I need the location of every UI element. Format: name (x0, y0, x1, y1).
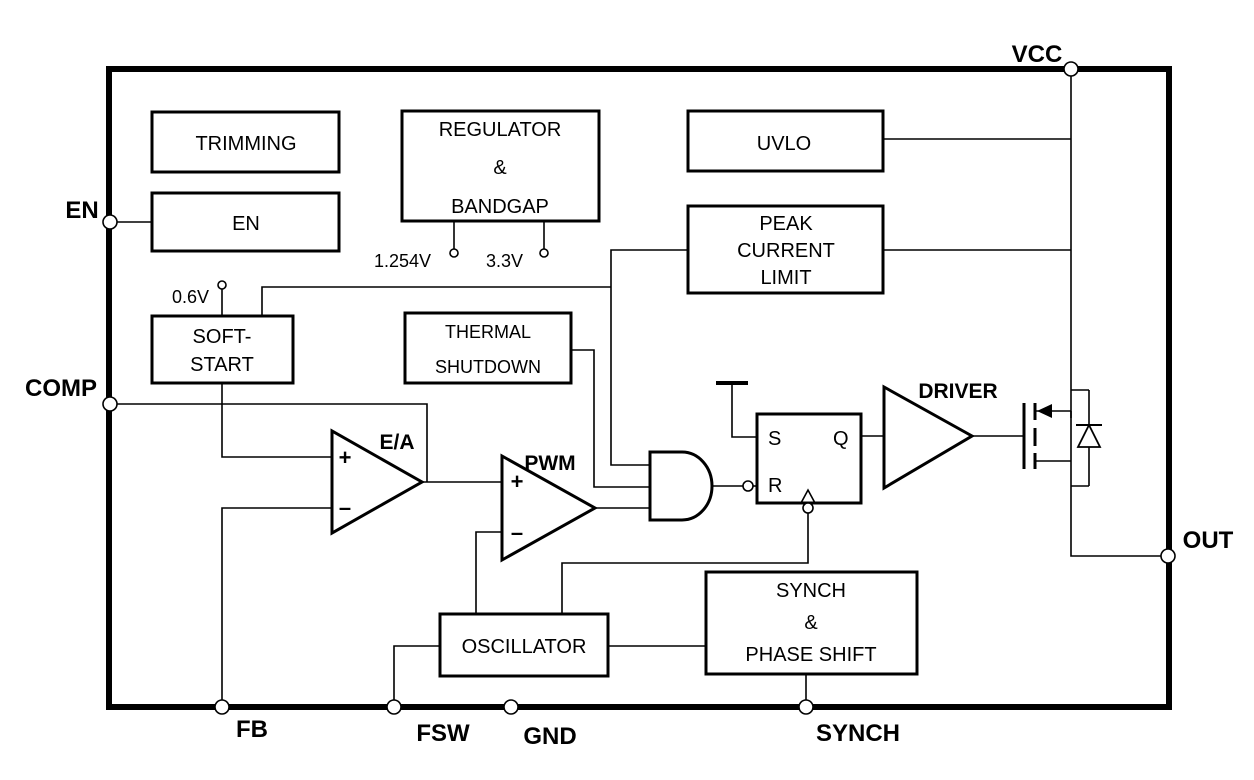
pin-gnd-label: GND (523, 723, 576, 750)
driver-label: DRIVER (918, 380, 997, 403)
pin-fsw (386, 699, 402, 715)
thermal-shutdown-block: THERMAL SHUTDOWN (403, 311, 573, 385)
pin-fb-label: FB (236, 716, 268, 743)
oscillator-block: OSCILLATOR (438, 612, 610, 678)
ref-1254-terminal (449, 248, 459, 258)
and-gate (648, 450, 754, 522)
ref-1254-label: 1.254V (374, 251, 431, 271)
driver-buffer: DRIVER (882, 380, 998, 491)
en-block-label: EN (232, 213, 260, 235)
regulator-label-2: & (493, 157, 507, 179)
pin-vcc-label: VCC (1012, 41, 1063, 68)
oscillator-label: OSCILLATOR (462, 636, 587, 658)
ea-label: E/A (379, 431, 414, 454)
synch-label-1: SYNCH (776, 580, 846, 602)
synch-phase-shift-block: SYNCH & PHASE SHIFT (704, 570, 919, 676)
pin-vcc (1063, 61, 1079, 77)
regulator-label-1: REGULATOR (439, 119, 562, 141)
pins: VCC EN COMP OUT FB FSW GND SYNCH (25, 41, 1234, 750)
pin-comp-label: COMP (25, 375, 97, 402)
peak-label-1: PEAK (759, 213, 813, 235)
peak-label-2: CURRENT (737, 240, 835, 262)
latch-s-label: S (768, 428, 781, 450)
latch-r-label: R (768, 475, 782, 497)
pin-out-label: OUT (1183, 527, 1234, 554)
regulator-bandgap-block: REGULATOR & BANDGAP (400, 109, 601, 223)
ea-plus-sign: + (339, 445, 352, 470)
ref-33-label: 3.3V (486, 251, 523, 271)
ea-minus-sign: – (339, 495, 351, 520)
thermal-label-2: SHUTDOWN (435, 357, 541, 377)
chip-outline (106, 66, 1172, 710)
soft-start-label-1: SOFT- (193, 326, 252, 348)
pwm-comparator: + – PWM (500, 452, 599, 563)
reference-terminals: 1.254V 3.3V 0.6V (172, 248, 549, 307)
pin-en (102, 214, 118, 230)
uvlo-label: UVLO (757, 133, 811, 155)
pin-en-label: EN (65, 197, 98, 224)
pin-gnd (503, 699, 519, 715)
clock-input-bubble (802, 502, 814, 514)
peak-current-limit-block: PEAK CURRENT LIMIT (686, 204, 885, 295)
power-mosfet-icon (1022, 389, 1102, 487)
trimming-label: TRIMMING (195, 133, 296, 155)
uvlo-block: UVLO (686, 109, 885, 173)
ref-33-terminal (539, 248, 549, 258)
synch-label-3: PHASE SHIFT (745, 644, 876, 666)
pin-fb (214, 699, 230, 715)
thermal-label-1: THERMAL (445, 322, 531, 342)
trimming-block: TRIMMING (150, 110, 341, 174)
wires (109, 69, 1169, 707)
soft-start-label-2: START (190, 354, 254, 376)
error-amplifier: + – E/A (330, 428, 426, 536)
and-inverter-bubble (742, 480, 754, 492)
pwm-plus-sign: + (511, 469, 524, 494)
pin-out (1160, 548, 1176, 564)
peak-label-3: LIMIT (760, 267, 811, 289)
pwm-minus-sign: – (511, 520, 523, 545)
pin-comp (102, 396, 118, 412)
soft-start-block: SOFT- START (150, 314, 295, 385)
sr-latch: S R Q (755, 412, 863, 514)
en-block: EN (150, 191, 341, 253)
synch-label-2: & (804, 612, 818, 634)
pin-synch-label: SYNCH (816, 720, 900, 747)
regulator-label-3: BANDGAP (451, 196, 549, 218)
latch-q-label: Q (833, 428, 849, 450)
pin-fsw-label: FSW (416, 720, 470, 747)
ref-06-label: 0.6V (172, 287, 209, 307)
ref-06-terminal (217, 280, 227, 290)
pin-synch (798, 699, 814, 715)
pwm-label: PWM (524, 452, 575, 475)
